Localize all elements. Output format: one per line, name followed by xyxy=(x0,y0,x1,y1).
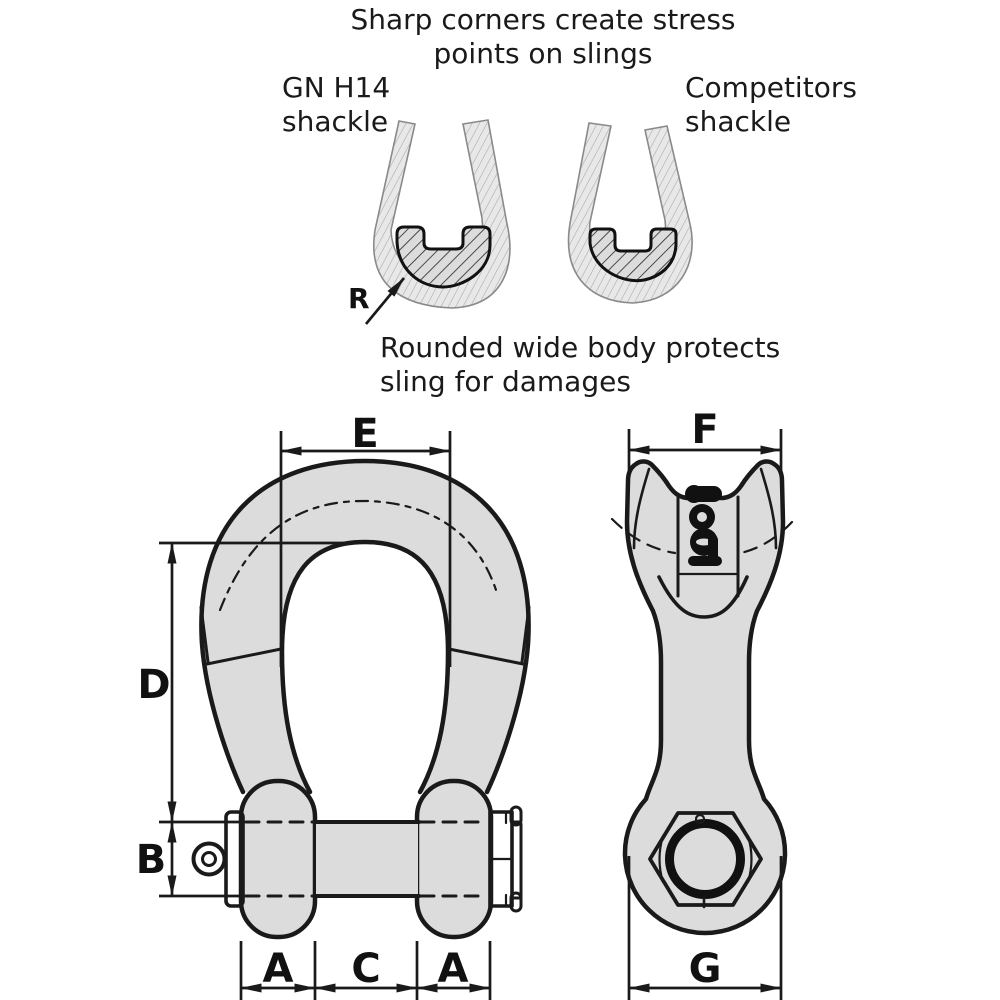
bow-forge-line xyxy=(218,499,498,612)
competitor-shackle-label-line-2: shackle xyxy=(685,105,791,138)
text-layer: Sharp corners create stress points on sl… xyxy=(136,3,857,992)
pin-shaft xyxy=(316,824,418,894)
title-line-2: points on slings xyxy=(434,37,653,70)
front-view xyxy=(191,458,531,940)
hidden-bow-contour-right xyxy=(734,520,794,556)
bow-right-seam-line xyxy=(447,647,525,666)
right-ear xyxy=(414,778,494,940)
hex-nut-chamfer-right xyxy=(746,834,753,884)
competitor-body-cross-section xyxy=(588,227,678,283)
bow-left-seam-line xyxy=(205,647,283,666)
dim-label-A-left: A xyxy=(263,946,294,992)
side-view xyxy=(610,459,794,936)
bow-inner-outline xyxy=(279,539,451,795)
dim-label-F: F xyxy=(691,407,718,453)
stamp-mark-2-hole xyxy=(697,512,707,522)
gn-body-cross-section xyxy=(395,225,492,289)
competitor-shackle-label-line-1: Competitors xyxy=(685,71,857,104)
left-ear xyxy=(238,778,318,940)
pin-end-retaining-ring xyxy=(665,819,745,899)
stamp-mark-1b xyxy=(685,485,703,503)
gn-shackle-label-line-2: shackle xyxy=(282,105,388,138)
dim-label-G: G xyxy=(689,946,722,992)
comparison-section xyxy=(364,119,693,325)
stamp-mark-4-stem xyxy=(708,536,718,562)
bow-outer-outline xyxy=(199,458,531,795)
dimension-annotations xyxy=(159,429,783,1000)
bow-body-fill xyxy=(201,461,529,792)
cotter-pin-tab-bottom xyxy=(509,891,523,913)
dim-label-A-right: A xyxy=(438,946,469,992)
horn-inner-line-right xyxy=(759,467,778,550)
radius-pointer-arrow xyxy=(364,277,406,325)
brand-stamp xyxy=(685,485,722,566)
hex-nut-chamfer-left xyxy=(658,834,665,884)
dim-label-C: C xyxy=(351,946,380,992)
hex-nut-side xyxy=(648,811,763,907)
gn-shackle-cross-section xyxy=(373,119,511,309)
caption-line-2: sling for damages xyxy=(380,365,631,398)
dim-label-B: B xyxy=(136,837,167,883)
dim-label-E: E xyxy=(351,411,378,457)
cotter-pin-tab-top xyxy=(509,805,523,827)
jaw-lower-curve xyxy=(657,575,749,619)
cotter-pin-plate xyxy=(510,820,523,900)
dim-label-D: D xyxy=(137,662,170,708)
hidden-bow-contour-left xyxy=(610,517,677,555)
pin-eye-ring-outer xyxy=(191,841,227,877)
horn-inner-line-left xyxy=(632,467,651,550)
radius-label: R xyxy=(348,282,370,315)
pin-eye-ring-inner xyxy=(201,851,217,867)
caption-line-1: Rounded wide body protects xyxy=(380,331,780,364)
stamp-mark-4-bar xyxy=(688,556,722,566)
gn-shackle-label-line-1: GN H14 xyxy=(282,71,390,104)
title-line-1: Sharp corners create stress xyxy=(350,3,735,36)
competitor-shackle-cross-section xyxy=(567,122,693,304)
retaining-ring-split-detail xyxy=(694,813,706,825)
